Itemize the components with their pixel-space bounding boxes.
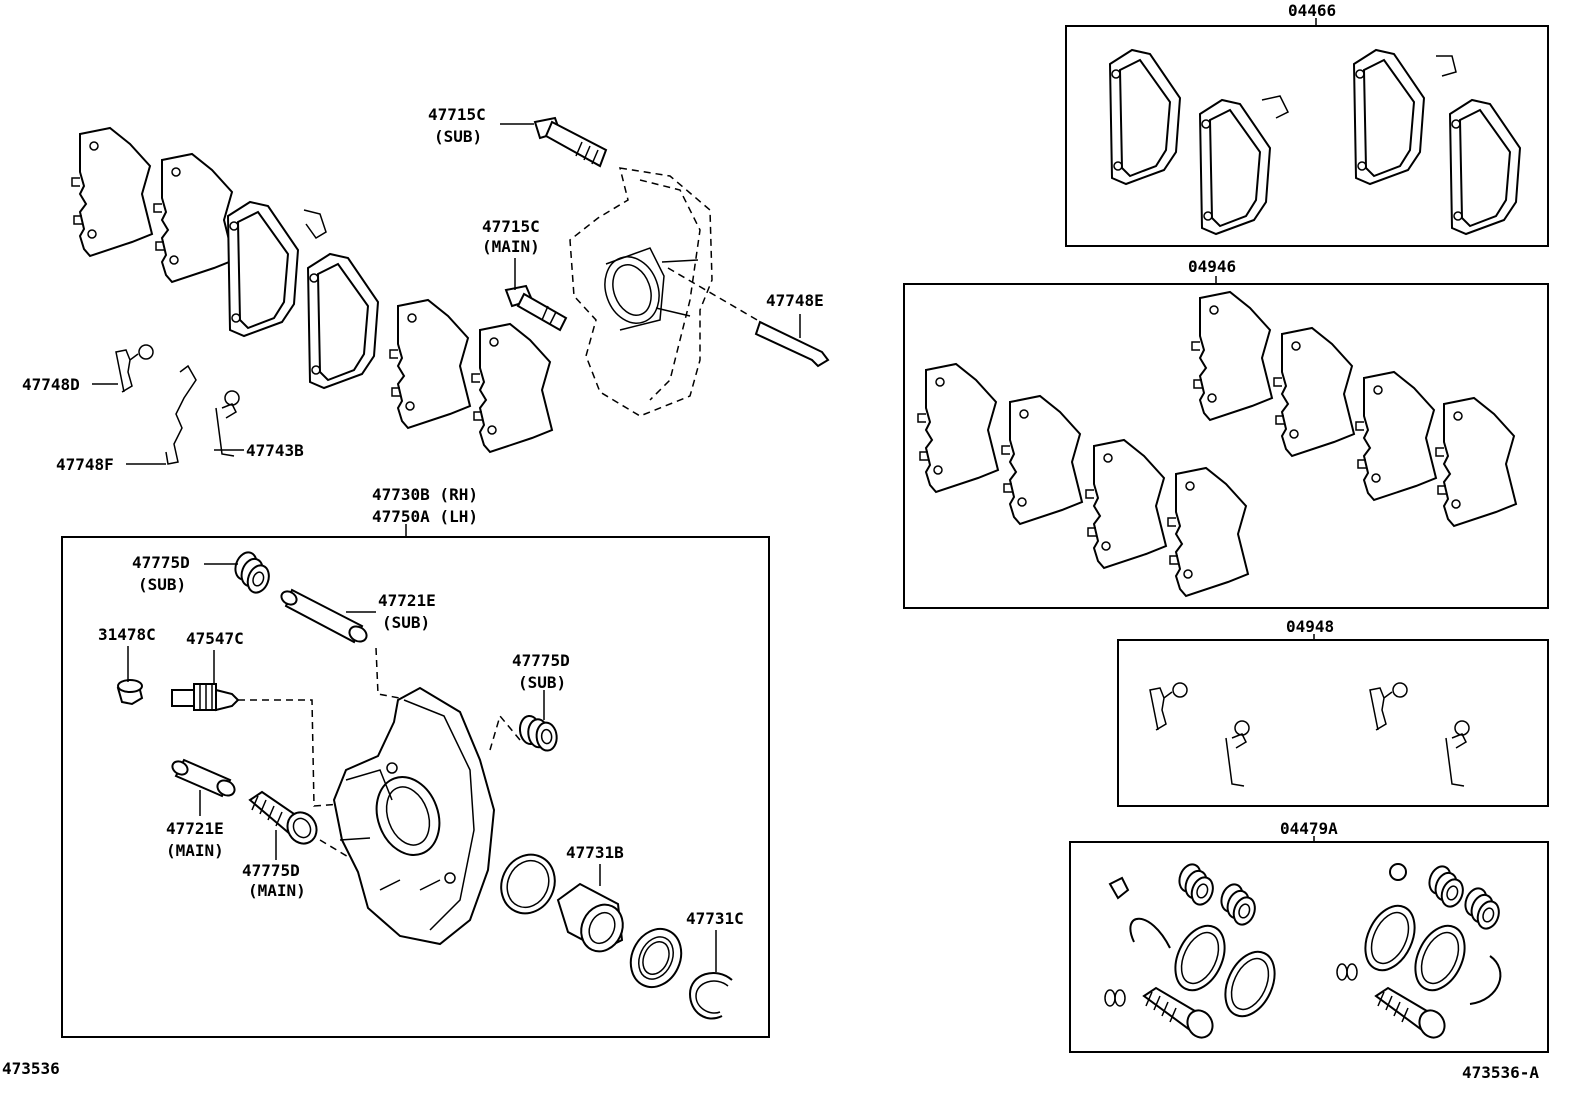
kit-04466-pad-1 [1109,49,1181,185]
label-47775d-main-note: (MAIN) [248,881,306,900]
label-47748e: 47748E [766,291,824,310]
caliper-mount-bracket [569,167,713,417]
label-47721e-sub-note: (SUB) [382,613,430,632]
label-47715c-sub: 47715C [428,105,486,124]
kit-set-ring-2 [1469,955,1502,1005]
label-47715c-sub-note: (SUB) [434,127,482,146]
kit-04948-box [1117,639,1549,807]
kit-04946-box [903,283,1549,609]
label-47748f: 47748F [56,455,114,474]
boot-sub-top [228,548,277,597]
kit-04948-clip-4 [1445,720,1470,787]
kit-04946-shim-6 [1273,327,1355,457]
piston-seal [629,927,683,989]
brake-pad-b [307,253,379,389]
label-47743b: 47743B [246,441,304,460]
shim-outer-b [471,323,553,453]
shim-inner-b [389,299,471,429]
figure-number-right: 473536-A [1462,1063,1539,1082]
kit-04466-pad-2 [1199,99,1271,235]
kit-04946-shim-5 [1191,291,1273,421]
anti-rattle-spring-f [165,364,197,465]
kit-04946-shim-7 [1355,371,1437,501]
guide-pin-sub [280,588,368,644]
bleeder-plug [171,683,240,712]
kit-boot-3 [1422,862,1471,911]
kit-piston-seal-2 [1404,916,1476,1000]
kit-04466-pad-4 [1449,99,1521,235]
label-47731b: 47731B [566,843,624,862]
kit-boot-1 [1172,860,1221,909]
piston [556,882,624,953]
kit-piston-seal-1 [1164,916,1236,1000]
label-47547c: 47547C [186,629,244,648]
label-47775d-sub-1-note: (SUB) [138,575,186,594]
kit-04466-box [1065,25,1549,247]
caliper-assembly-box [61,536,770,1038]
label-47748d: 47748D [22,375,80,394]
kit-04946-shim-3 [1085,439,1167,569]
kit-04946-shim-2 [1001,395,1083,525]
kit-bleeder-1 [1104,989,1126,1007]
label-47715c-main-note: (MAIN) [482,237,540,256]
label-47750a: 47750A (LH) [372,507,478,526]
label-47721e-main-note: (MAIN) [166,841,224,860]
kit-set-ring-1 [1129,917,1171,949]
label-47731c: 47731C [686,909,744,928]
label-47775d-main: 47775D [242,861,300,880]
seal-ring-47731b [500,853,556,915]
kit-04948-clip-1 [1149,682,1188,731]
kit-cap-2 [1389,863,1407,881]
kit-boot-4 [1458,884,1507,933]
set-ring [688,971,733,1020]
kit-04946-shim-1 [917,363,999,493]
label-kit-04946: 04946 [1188,257,1236,276]
label-kit-04466: 04466 [1288,1,1336,20]
label-kit-04948: 04948 [1286,617,1334,636]
bleeder-cap [116,679,144,706]
caliper-body [332,686,496,946]
kit-seal-ring-1 [1214,942,1286,1026]
label-47721e-main: 47721E [166,819,224,838]
kit-seal-ring-2 [1354,896,1426,980]
shim-inner-a [153,153,235,283]
label-47775d-sub-2-note: (SUB) [518,673,566,692]
label-47715c-main: 47715C [482,217,540,236]
boot-sub-right [517,712,559,754]
label-47730b: 47730B (RH) [372,485,478,504]
kit-cap-1 [1108,876,1130,900]
anti-rattle-spring-b [215,390,240,457]
boot-main [248,790,318,845]
kit-boot-main-1 [1142,986,1214,1039]
kit-04946-shim-4 [1167,467,1249,597]
label-47775d-sub-2: 47775D [512,651,570,670]
brake-pad-a [227,201,299,337]
kit-bleeder-2 [1336,963,1358,981]
anti-rattle-spring-d [115,344,154,393]
label-31478c: 31478C [98,625,156,644]
kit-04948-clip-2 [1225,720,1250,787]
label-kit-04479a: 04479A [1280,819,1338,838]
kit-04466-pad-3 [1353,49,1425,185]
guide-pin-main [171,758,236,798]
label-47775d-sub-1: 47775D [132,553,190,572]
figure-number-left: 473536 [2,1059,60,1078]
kit-04948-clip-3 [1369,682,1408,731]
kit-04479a-box [1069,841,1549,1053]
kit-boot-main-2 [1374,986,1446,1039]
kit-boot-2 [1214,880,1263,929]
kit-04946-shim-8 [1435,397,1517,527]
label-47721e-sub: 47721E [378,591,436,610]
